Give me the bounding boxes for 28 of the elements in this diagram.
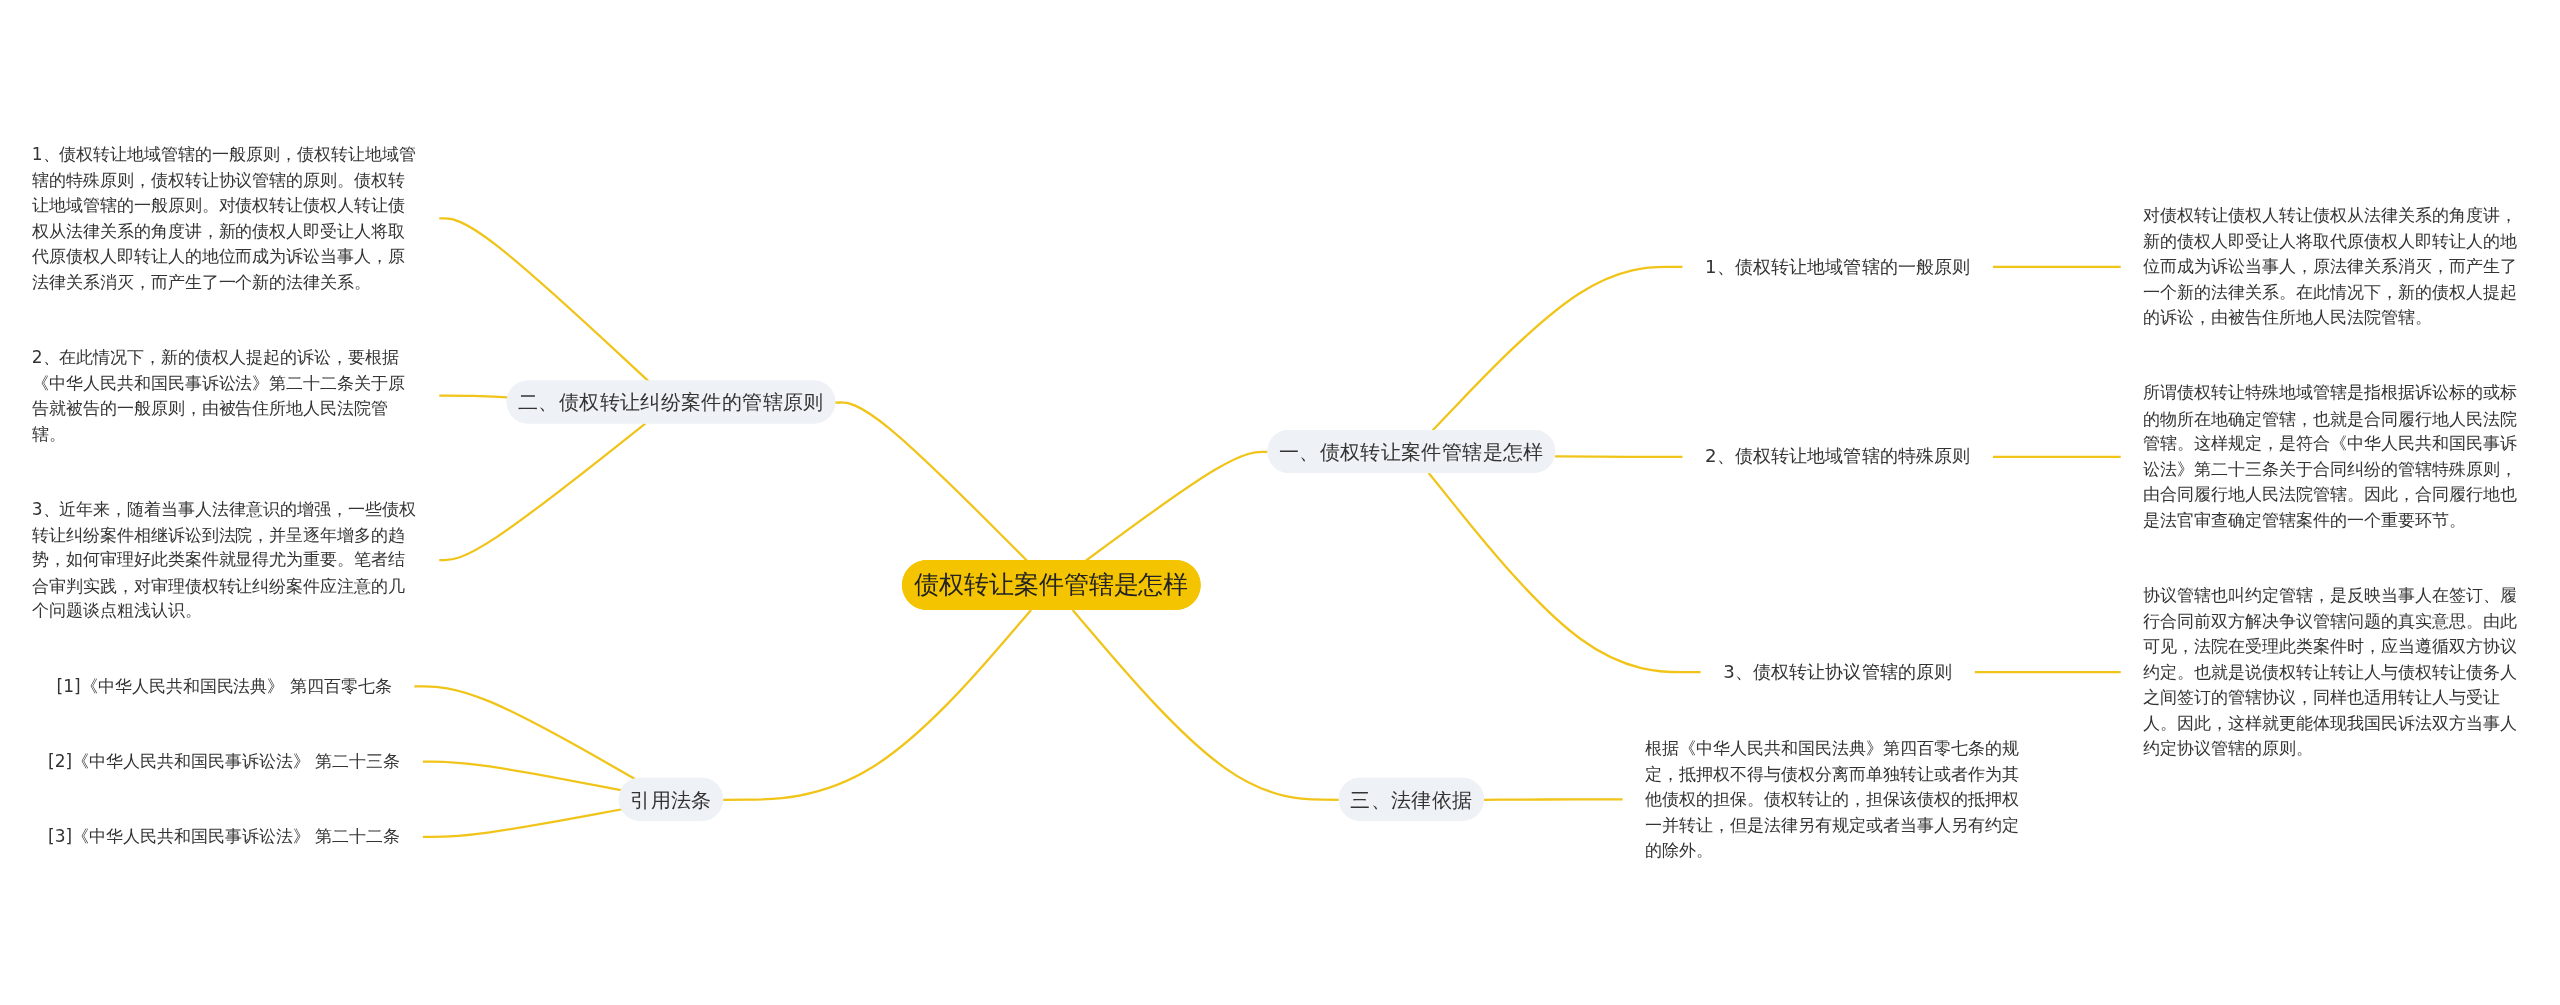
node-text: [2]《中华人民共和国民事诉讼法》 第二十三条: [48, 751, 401, 772]
connector: [1992, 265, 2121, 268]
node-text: 3、债权转让协议管辖的原则: [1723, 660, 1953, 683]
connector: [439, 394, 509, 399]
connector: [1554, 455, 1683, 458]
connector: [1071, 609, 1340, 801]
node-text: 对债权转让债权人转让债权从法律关系的角度讲，新的债权人即受让人将取代原债权人即转让人的地位而成为诉讼当事人，原法律关系消灭，而产生了一个新的法律关系。在此情况下，新的债权人提起的诉讼，由被告住所地人民法院管辖。: [2143, 205, 2517, 328]
node-text: 2、在此情况下，新的债权人提起的诉讼，要根据《中华人民共和国民事诉讼法》第二十二条关于原告就被告的一般原则，由被告住所地人民法院管辖。: [31, 346, 406, 444]
connector: [1974, 671, 2121, 674]
node-text: 根据《中华人民共和国民法典》第四百零七条的规定，抵押权不得与债权分离而单独转让或者作为其他债权的担保。债权转让的，担保该债权的抵押权一并转让，但是法律另有规定或者当事人另有约定的除外。: [1645, 737, 2019, 861]
node-text: 1、债权转让地域管辖的一般原则: [1705, 255, 1971, 278]
node-text: [3]《中华人民共和国民事诉讼法》 第二十二条: [48, 826, 401, 847]
connector: [422, 808, 623, 839]
node-text: 3、近年来，随着当事人法律意识的增强，一些债权转让纠纷案件相继诉讼到法院，并呈逐年增多的趋势，如何审理好此类案件就显得尤为重要。笔者结合审判实践，对审理债权转让纠纷案件应注意的几个问题谈点粗浅认识。: [31, 498, 417, 621]
connector: [1992, 455, 2121, 458]
connector: [439, 422, 646, 562]
node-text: [1]《中华人民共和国民法典》 第四百零七条: [56, 675, 392, 697]
node-text: 2、债权转让地域管辖的特殊原则: [1705, 445, 1971, 467]
node-text: 所谓债权转让特殊地域管辖是指根据诉讼标的或标的物所在地确定管辖，也就是合同履行地人民法院管辖。这样规定，是符合《中华人民共和国民事诉讼法》第二十三条关于合同纠纷的管辖特殊原则，由合同履行地人民法院管辖。因此，合同履行地也是法官审查确定管辖案件的一个重要环节。: [2143, 382, 2517, 531]
node-text: 1、债权转让地域管辖的一般原则，债权转让地域管辖的特殊原则，债权转让协议管辖的原则。债权转让地域管辖的一般原则。对债权转让债权人转让债权从法律关系的角度讲，新的债权人即受让人将取代原债权人即转让人的地位而成为诉讼当事人，原法律关系消灭，而产生了一个新的法律关系。: [31, 144, 417, 293]
node-text: 协议管辖也叫约定管辖，是反映当事人在签订、履行合同前双方解决争议管辖问题的真实意思。由此可见，法院在受理此类案件时，应当遵循双方协议约定。也就是说债权转让转让人与债权转让债务人之间签订的管辖协议，同样也适用转让人与受让人。因此，这样就更能体现我国民诉法双方当事人约定协议管辖的原则。: [2143, 585, 2517, 759]
connector: [1427, 472, 1701, 674]
connector: [414, 685, 637, 781]
connector: [1483, 798, 1623, 801]
connector: [1431, 265, 1683, 432]
connector: [723, 609, 1032, 801]
connector: [439, 217, 650, 383]
connector: [422, 760, 623, 792]
